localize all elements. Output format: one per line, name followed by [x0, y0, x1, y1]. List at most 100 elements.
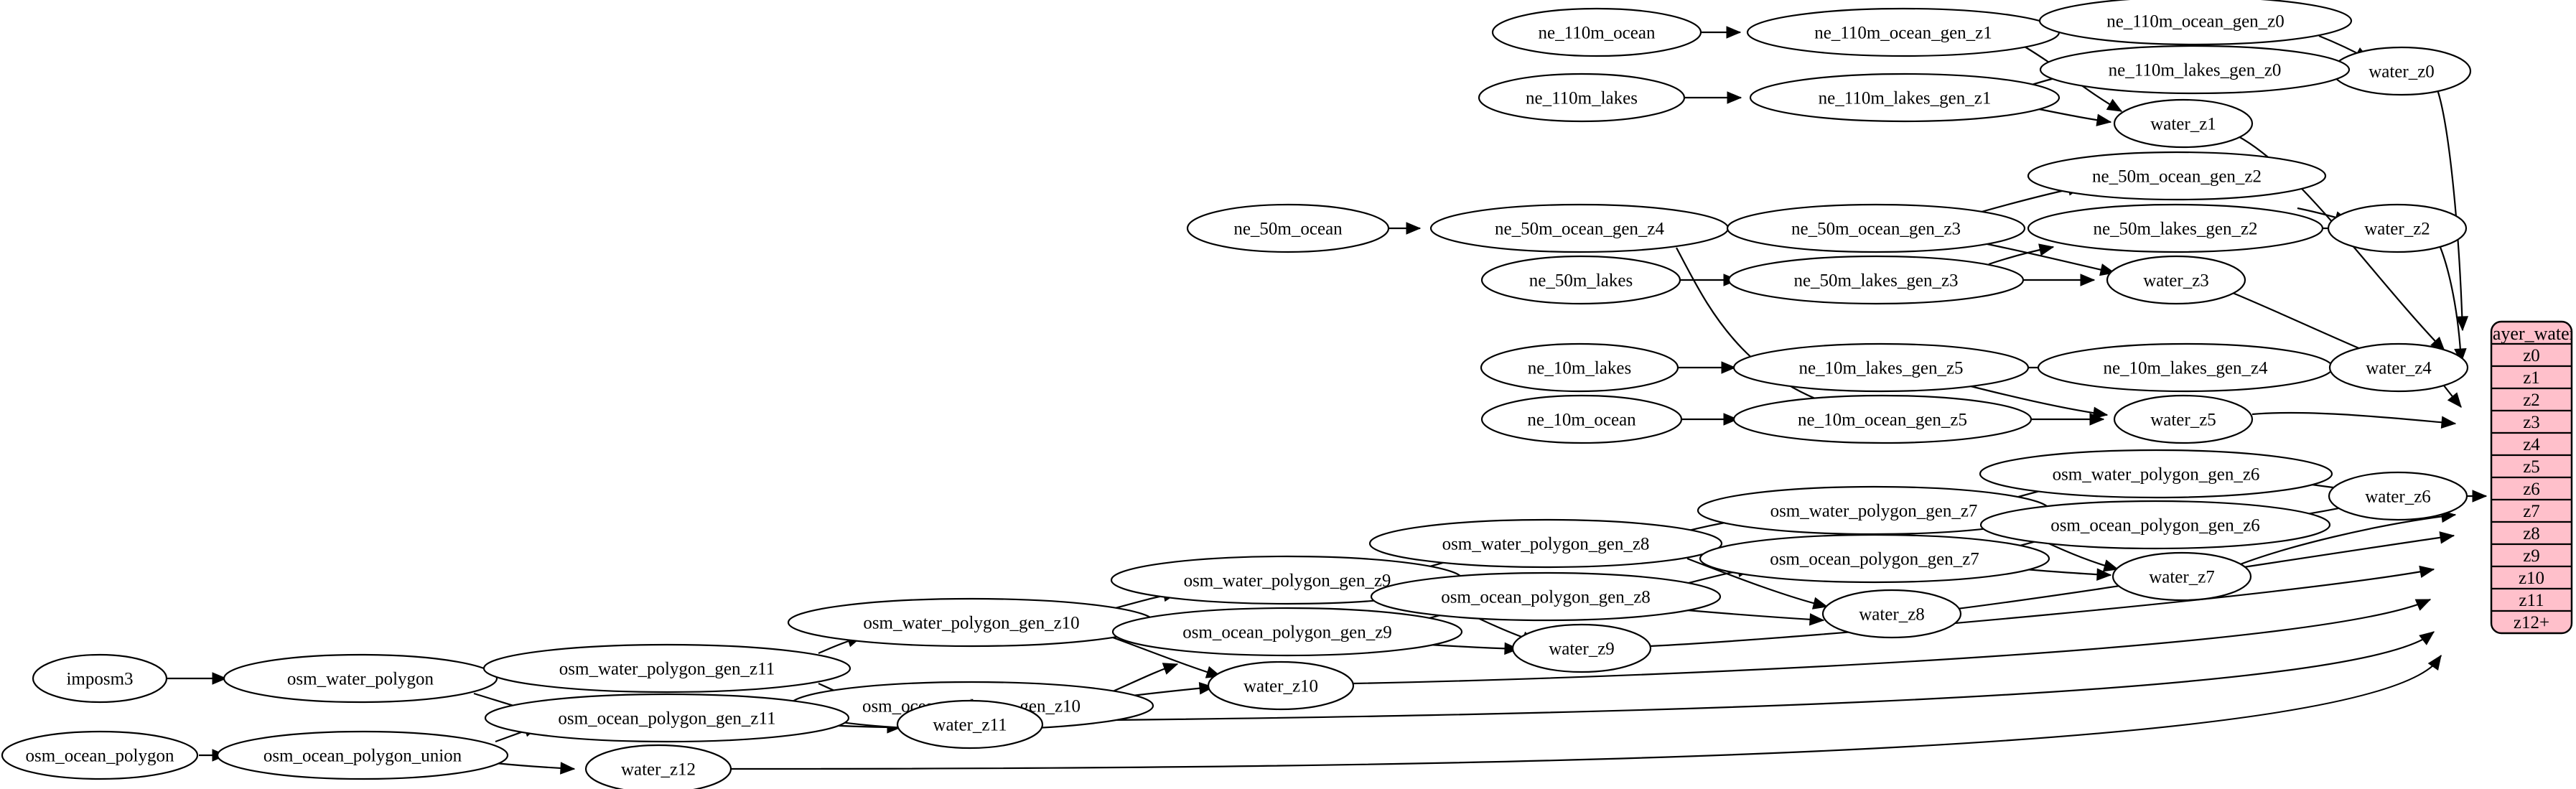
edge-osm_ocean_polygon_gen_z9-to-water_z9	[1428, 642, 1520, 655]
node-ne_110m_lakes_gen_z1[interactable]: ne_110m_lakes_gen_z1	[1749, 73, 2061, 123]
node-shape	[1478, 73, 1686, 123]
node-shape	[1207, 660, 1355, 711]
edge-water_z0-to-table_z0	[2434, 83, 2469, 332]
node-label: water_z1	[2150, 115, 2216, 134]
edge-ne_10m_ocean-to-ne_10m_ocean_gen_z5	[1682, 413, 1739, 426]
edge-osm_ocean_polygon_gen_z8-to-water_z8	[1686, 609, 1825, 626]
arrow-head-icon	[2414, 599, 2432, 611]
node-ne_10m_lakes[interactable]: ne_10m_lakes	[1480, 342, 1679, 393]
node-ne_10m_lakes_gen_z4[interactable]: ne_10m_lakes_gen_z4	[2037, 342, 2334, 393]
arrow-head-icon	[2419, 631, 2435, 645]
node-shape	[2113, 98, 2254, 149]
node-osm_ocean_polygon_gen_z11[interactable]: osm_ocean_polygon_gen_z11	[484, 693, 850, 743]
node-shape	[1491, 7, 1702, 57]
node-osm_water_polygon_gen_z10[interactable]: osm_water_polygon_gen_z10	[787, 597, 1156, 648]
node-shape	[2027, 151, 2327, 201]
node-water_z9[interactable]: water_z9	[1511, 623, 1652, 673]
node-ne_10m_ocean[interactable]: ne_10m_ocean	[1480, 394, 1683, 444]
node-osm_ocean_polygon[interactable]: osm_ocean_polygon	[1, 730, 199, 780]
node-ne_110m_lakes[interactable]: ne_110m_lakes	[1478, 73, 1686, 123]
arrow-head-icon	[1723, 413, 1739, 426]
node-label: water_z8	[1859, 605, 1925, 625]
node-ne_50m_lakes_gen_z3[interactable]: ne_50m_lakes_gen_z3	[1727, 255, 2025, 305]
node-water_z3[interactable]: water_z3	[2106, 255, 2246, 305]
table-row-z4[interactable]	[2491, 431, 2572, 457]
node-osm_ocean_polygon_union[interactable]: osm_ocean_polygon_union	[216, 730, 509, 780]
node-water_z10[interactable]: water_z10	[1207, 660, 1355, 711]
node-shape	[216, 730, 509, 780]
edge-water_z11-to-table_z11	[1042, 631, 2435, 722]
node-osm_water_polygon_gen_z8[interactable]: osm_water_polygon_gen_z8	[1368, 518, 1723, 569]
table-border	[2490, 320, 2573, 635]
node-water_z11[interactable]: water_z11	[896, 699, 1044, 750]
node-shape	[1480, 342, 1679, 393]
node-water_z6[interactable]: water_z6	[2328, 471, 2468, 521]
node-ne_50m_lakes[interactable]: ne_50m_lakes	[1480, 255, 1681, 305]
edge-water_z10-to-table_z10	[1353, 599, 2432, 685]
node-shape	[482, 643, 851, 694]
table-row-z0[interactable]	[2491, 342, 2572, 368]
node-water_z4[interactable]: water_z4	[2328, 342, 2469, 393]
table-row-z3[interactable]	[2491, 409, 2572, 434]
node-shape	[1111, 607, 1463, 657]
table-row-label: z12+	[2514, 613, 2549, 632]
node-ne_110m_ocean_gen_z1[interactable]: ne_110m_ocean_gen_z1	[1746, 7, 2061, 57]
node-water_z2[interactable]: water_z2	[2327, 203, 2468, 253]
node-shape	[2328, 471, 2468, 521]
table-row-z5[interactable]	[2491, 454, 2572, 479]
node-label: ne_50m_ocean_gen_z4	[1495, 220, 1665, 239]
arrow-head-icon	[1726, 26, 1742, 39]
node-ne_110m_ocean_gen_z0[interactable]: ne_110m_ocean_gen_z0	[2038, 0, 2353, 46]
table-row-z6[interactable]	[2491, 476, 2572, 501]
arrow-head-icon	[2080, 274, 2096, 286]
node-ne_50m_lakes_gen_z2[interactable]: ne_50m_lakes_gen_z2	[2027, 203, 2324, 253]
node-ne_50m_ocean_gen_z3[interactable]: ne_50m_ocean_gen_z3	[1726, 203, 2026, 253]
node-imposm3[interactable]: imposm3	[32, 653, 168, 704]
table-row-label: z7	[2523, 502, 2540, 521]
node-label: ne_50m_ocean_gen_z2	[2092, 167, 2262, 187]
node-label: ne_10m_lakes_gen_z5	[1798, 359, 1963, 378]
node-label: ne_10m_lakes	[1528, 359, 1631, 378]
node-water_z5[interactable]: water_z5	[2113, 394, 2254, 444]
arrow-head-icon	[2447, 392, 2462, 408]
node-label: water_z2	[2364, 220, 2430, 239]
node-label: ne_110m_lakes_gen_z1	[1819, 89, 1992, 108]
node-ne_50m_ocean_gen_z2[interactable]: ne_50m_ocean_gen_z2	[2027, 151, 2327, 201]
node-ne_10m_lakes_gen_z5[interactable]: ne_10m_lakes_gen_z5	[1732, 342, 2030, 393]
node-water_z12[interactable]: water_z12	[584, 744, 732, 789]
arrow-head-icon	[2427, 654, 2442, 671]
table-row-z12plus[interactable]	[2491, 610, 2572, 633]
node-label: ne_50m_lakes_gen_z3	[1793, 271, 1958, 291]
node-water_z1[interactable]: water_z1	[2113, 98, 2254, 149]
edge-ne_50m_ocean-to-ne_50m_ocean_gen_z4	[1389, 222, 1422, 235]
edge-osm_ocean_polygon_gen_z10-to-osm_ocean_polygon_gen_z9	[1112, 663, 1179, 693]
edge-ne_50m_lakes_gen_z3-to-water_z3	[2024, 274, 2096, 286]
node-water_z7[interactable]: water_z7	[2111, 551, 2252, 602]
edge-osm_ocean_polygon_gen_z7-to-water_z7	[2024, 568, 2112, 581]
node-ne_110m_lakes_gen_z0[interactable]: ne_110m_lakes_gen_z0	[2039, 45, 2351, 95]
node-ne_50m_ocean[interactable]: ne_50m_ocean	[1186, 203, 1390, 253]
node-osm_ocean_polygon_gen_z7[interactable]: osm_ocean_polygon_gen_z7	[1699, 533, 2050, 584]
node-osm_water_polygon[interactable]: osm_water_polygon	[223, 653, 498, 704]
table-row-label: z9	[2523, 546, 2540, 566]
node-shape	[2113, 394, 2254, 444]
node-shape	[2328, 342, 2469, 393]
node-ne_50m_ocean_gen_z4[interactable]: ne_50m_ocean_gen_z4	[1429, 203, 1730, 253]
node-ne_110m_ocean[interactable]: ne_110m_ocean	[1491, 7, 1702, 57]
node-osm_ocean_polygon_gen_z9[interactable]: osm_ocean_polygon_gen_z9	[1111, 607, 1463, 657]
node-osm_ocean_polygon_gen_z8[interactable]: osm_ocean_polygon_gen_z8	[1370, 571, 1722, 622]
node-label: osm_water_polygon_gen_z6	[2053, 465, 2260, 485]
node-osm_water_polygon_gen_z6[interactable]: osm_water_polygon_gen_z6	[1979, 449, 2333, 499]
table-row-z7[interactable]	[2491, 498, 2572, 523]
node-shape	[1, 730, 199, 780]
node-water_z8[interactable]: water_z8	[1821, 589, 1962, 639]
node-osm_water_polygon_gen_z11[interactable]: osm_water_polygon_gen_z11	[482, 643, 851, 694]
node-shape	[584, 744, 732, 789]
node-osm_ocean_polygon_gen_z6[interactable]: osm_ocean_polygon_gen_z6	[1979, 500, 2331, 550]
node-label: osm_water_polygon	[287, 670, 434, 689]
node-ne_10m_ocean_gen_z5[interactable]: ne_10m_ocean_gen_z5	[1732, 394, 2033, 444]
node-water_z0[interactable]: water_z0	[2331, 46, 2472, 96]
node-shape	[1186, 203, 1390, 253]
